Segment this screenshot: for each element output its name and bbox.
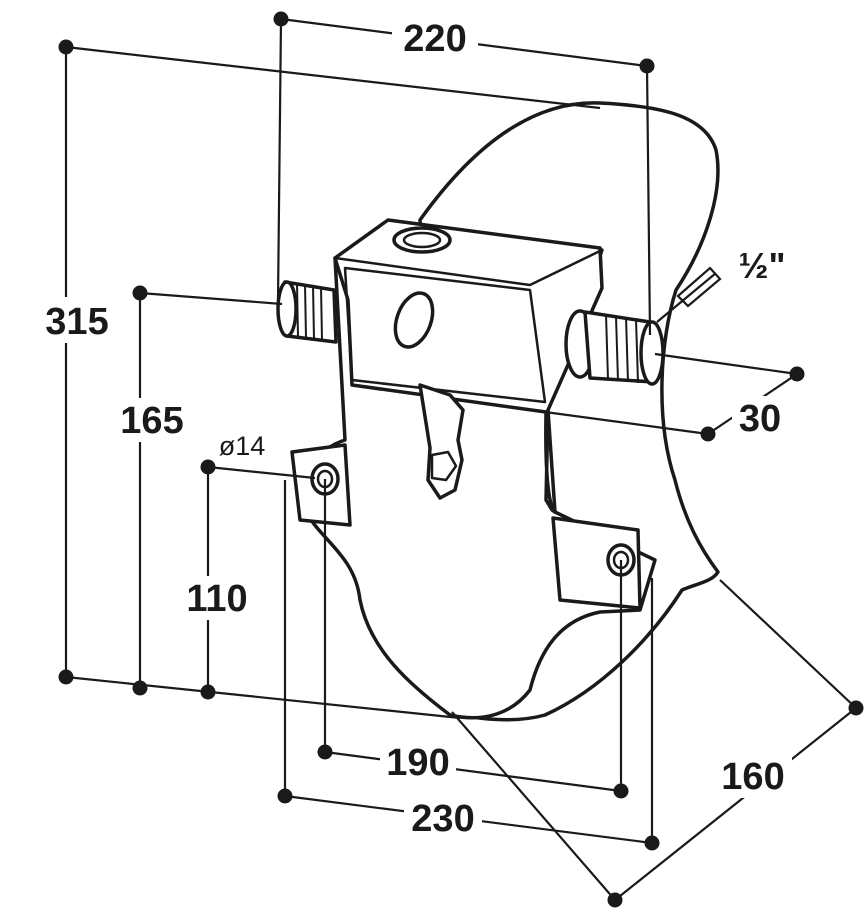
right-mount-lug bbox=[551, 516, 642, 610]
right-threaded-inlet bbox=[564, 309, 665, 386]
dim-label-hole-diameter: ø14 bbox=[219, 431, 266, 461]
bracket-top-edge bbox=[334, 248, 603, 287]
top-port bbox=[392, 226, 452, 254]
left-threaded-inlet bbox=[276, 280, 338, 344]
dimension-labels: 220 315 165 ø14 110 ½" 30 190 230 160 bbox=[38, 14, 792, 840]
thread-leader-arrow bbox=[676, 266, 722, 308]
dim-label-160: 160 bbox=[721, 756, 784, 798]
dim-label-220: 220 bbox=[403, 18, 466, 60]
top-port-inner bbox=[402, 231, 442, 249]
bracket-inner bbox=[343, 266, 547, 404]
dim-label-30: 30 bbox=[739, 398, 781, 440]
dim-label-315: 315 bbox=[45, 301, 108, 343]
dim-label-230: 230 bbox=[411, 798, 474, 840]
dim-label-165: 165 bbox=[120, 400, 183, 442]
dim-label-190: 190 bbox=[386, 742, 449, 784]
dim-label-110: 110 bbox=[186, 578, 247, 620]
center-slot-detail bbox=[430, 450, 458, 482]
dimension-dots bbox=[58, 11, 864, 908]
dim-label-thread: ½" bbox=[738, 245, 785, 286]
rear-port bbox=[393, 291, 435, 349]
dimension-lines bbox=[64, 17, 857, 901]
